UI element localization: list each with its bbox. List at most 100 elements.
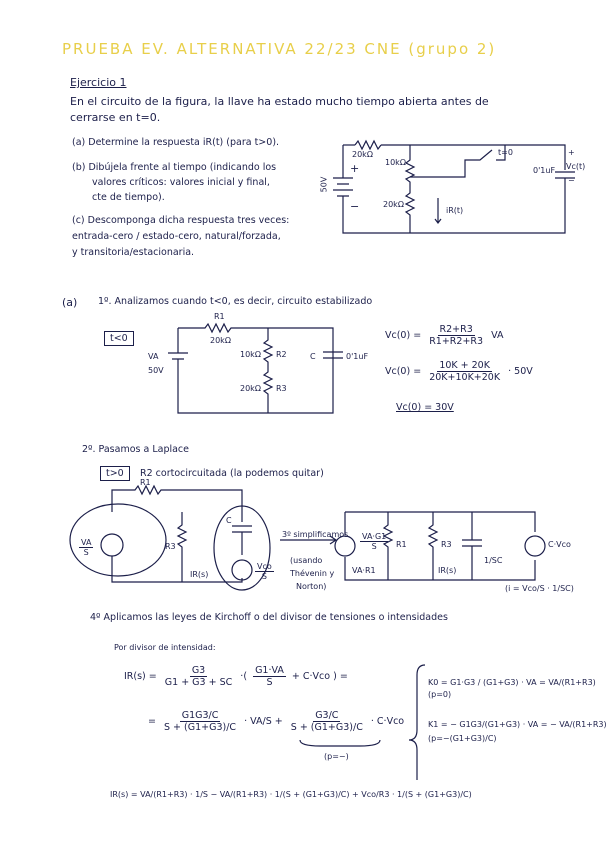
- eq1-num: R2+R3: [437, 324, 475, 336]
- question-b-2: valores críticos: valores inicial y fina…: [92, 177, 270, 188]
- p2-c-val: 0'1uF: [346, 352, 369, 361]
- c4-r1: R1: [396, 540, 407, 549]
- f4-num: G3/C: [313, 710, 341, 722]
- f2-den: S: [266, 677, 273, 688]
- c3-r1: R1: [140, 478, 151, 487]
- page-title: PRUEBA EV. ALTERNATIVA 22/23 CNE (grupo …: [62, 40, 497, 58]
- c1-vc: Vc(t): [566, 162, 586, 171]
- final-lhs: IR(s) =: [110, 790, 138, 799]
- final-t3: + Vco/R3 · 1/(S + (G1+G3)/C): [352, 790, 472, 799]
- final-t2: − VA/(R1+R3) · 1/(S + (G1+G3)/C): [210, 790, 350, 799]
- c1-switch: t=0: [498, 148, 513, 157]
- step4-sub: Por divisor de intensidad:: [114, 643, 216, 652]
- part-a-step1: 1º. Analizamos cuando t<0, es decir, cir…: [98, 296, 373, 307]
- underbrace-label: (p=−): [324, 752, 349, 761]
- f4-den: S + (G1+G3)/C: [290, 722, 363, 733]
- ir-lhs: IR(s) =: [124, 671, 157, 682]
- intro-line-1: En el circuito de la figura, la llave ha…: [70, 95, 489, 108]
- eq2-lhs: Vc(0) =: [385, 366, 422, 377]
- c4-va-num: VA·G1: [360, 532, 389, 542]
- f3-mul: · VA/S: [244, 716, 272, 727]
- question-b-3: cte de tiempo).: [92, 192, 165, 203]
- simp-4: Norton): [296, 582, 327, 591]
- c3-r3: R3: [165, 542, 176, 551]
- resistor-top: [354, 139, 382, 151]
- eq3: Vc(0) = 30V: [396, 402, 454, 413]
- question-b-1: (b) Dibújela frente al tiempo (indicando…: [72, 162, 277, 173]
- c1-vc-plus: +: [568, 148, 575, 157]
- c1-minus: −: [350, 200, 360, 213]
- intro-line-2: cerrarse en t=0.: [70, 111, 161, 124]
- final-t1: VA/(R1+R3) · 1/S: [140, 790, 208, 799]
- p2-r3-label: R3: [276, 384, 287, 393]
- question-c-1: (c) Descomponga dicha respuesta tres vec…: [72, 215, 290, 226]
- c1-cap: 0'1uF: [533, 166, 556, 175]
- k1-p: (p=−(G1+G3)/C): [428, 734, 497, 743]
- k0-p: (p=0): [428, 690, 452, 699]
- circuit-1: [333, 139, 575, 234]
- c1-current: iR(t): [446, 206, 464, 215]
- question-a: (a) Determine la respuesta iR(t) (para t…: [72, 137, 280, 148]
- f3-num: G1G3/C: [179, 710, 221, 722]
- eq2-num: 10K + 20K: [437, 360, 492, 372]
- c1-r-top: 20kΩ: [352, 150, 373, 159]
- p2-c-label: C: [310, 352, 316, 361]
- eq1-lhs: Vc(0) =: [385, 330, 422, 341]
- p2-r1-label: R1: [214, 312, 225, 321]
- switch: [410, 145, 506, 178]
- exercise-heading: Ejercicio 1: [70, 76, 127, 89]
- k1: K1 = − G1G3/(G1+G3) · VA = − VA/(R1+R3): [428, 720, 607, 729]
- f1-den: G1 + G3 + SC: [164, 677, 233, 688]
- f1-num: G3: [189, 665, 208, 677]
- c4-r3: R3: [441, 540, 452, 549]
- question-c-2: entrada-cero / estado-cero, natural/forz…: [72, 231, 281, 242]
- c4-va-den: S: [371, 542, 377, 551]
- p2-va-label: VA: [148, 352, 159, 361]
- c4-cvco: C·Vco: [548, 540, 571, 549]
- p2-r2-val: 10kΩ: [240, 350, 261, 359]
- c4-cap: 1/SC: [484, 556, 503, 565]
- c3-c: C: [226, 516, 232, 525]
- f2-plus: + C·Vco: [291, 671, 331, 682]
- c3-va-num: VA: [79, 538, 94, 548]
- p2-r3-val: 20kΩ: [240, 384, 261, 393]
- current-arrow: [434, 198, 442, 224]
- c1-vc-minus: −: [568, 176, 575, 185]
- question-c-3: y transitoria/estacionaria.: [72, 247, 195, 258]
- c3-vco-num: Vco: [255, 562, 274, 572]
- circuit-2: [168, 322, 343, 414]
- c1-plus: +: [350, 162, 360, 175]
- part-a-box: t<0: [104, 331, 134, 346]
- simp-1: 3º simplificamos: [282, 530, 349, 539]
- final-eq: IR(s) = VA/(R1+R3) · 1/S − VA/(R1+R3) · …: [110, 790, 472, 799]
- c3-va-den: S: [83, 548, 89, 557]
- brace: [408, 664, 426, 780]
- c4-va2: VA·R1: [352, 566, 376, 575]
- c1-source: 50V: [319, 176, 329, 193]
- step2-text: 2º. Pasamos a Laplace: [82, 444, 190, 455]
- c1-r-mid: 10kΩ: [385, 158, 406, 167]
- f4-mul: · C·Vco: [370, 716, 405, 727]
- p2-r2-label: R2: [276, 350, 287, 359]
- c4-ir: IR(s): [438, 566, 457, 575]
- c4-cvco2: (i = Vco/S · 1/SC): [505, 584, 574, 593]
- step2-note: R2 cortocircuitada (la podemos quitar): [140, 468, 324, 479]
- f3-den: S + (G1+G3)/C: [164, 722, 237, 733]
- circuit-3: [69, 484, 338, 591]
- c3-ir: IR(s): [190, 570, 209, 579]
- p2-r1-val: 20kΩ: [210, 336, 231, 345]
- p2-va-val: 50V: [148, 366, 164, 375]
- eq2-rhs: · 50V: [508, 366, 533, 377]
- k0: K0 = G1·G3 / (G1+G3) · VA = VA/(R1+R3): [428, 678, 596, 687]
- l2-eq: =: [148, 716, 156, 727]
- eq2-den: 20K+10K+20K: [429, 372, 501, 383]
- part-a-label: (a): [62, 296, 78, 309]
- resistors-middle: [404, 145, 416, 233]
- c1-r-bot: 20kΩ: [383, 200, 404, 209]
